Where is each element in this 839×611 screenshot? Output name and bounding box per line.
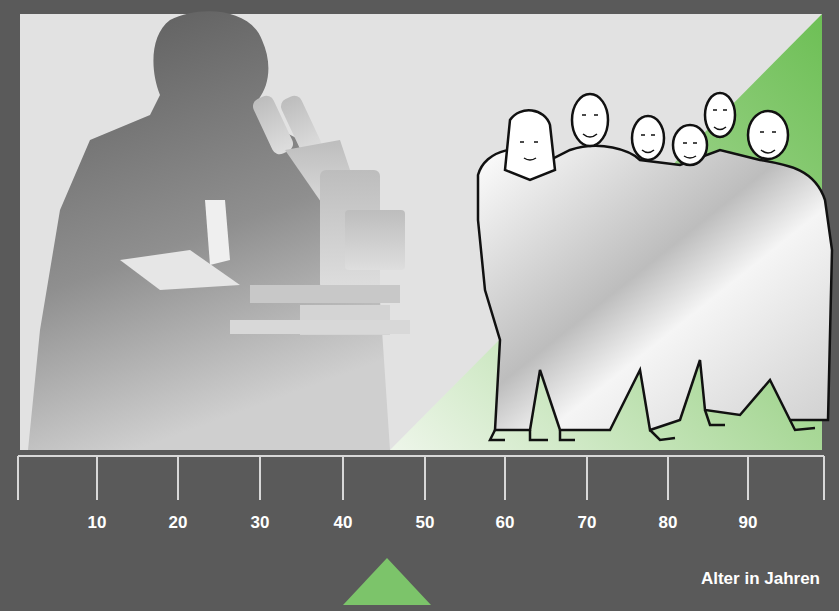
axis-tick-label: 50 (416, 514, 435, 533)
faces (520, 110, 776, 160)
microscope (120, 93, 410, 335)
axis-tick-label: 40 (334, 514, 353, 533)
axis-tick-label: 30 (251, 514, 270, 533)
scientist-silhouette (28, 11, 390, 450)
age-pointer (343, 558, 431, 605)
axis-tick-label: 20 (169, 514, 188, 533)
age-axis (18, 456, 824, 500)
axis-title: Alter in Jahren (701, 570, 820, 589)
axis-tick-label: 10 (88, 514, 107, 533)
axis-tick-label: 70 (578, 514, 597, 533)
axis-tick-label: 80 (659, 514, 678, 533)
people-group (478, 93, 832, 440)
axis-tick-label: 60 (496, 514, 515, 533)
axis-tick-label: 90 (739, 514, 758, 533)
